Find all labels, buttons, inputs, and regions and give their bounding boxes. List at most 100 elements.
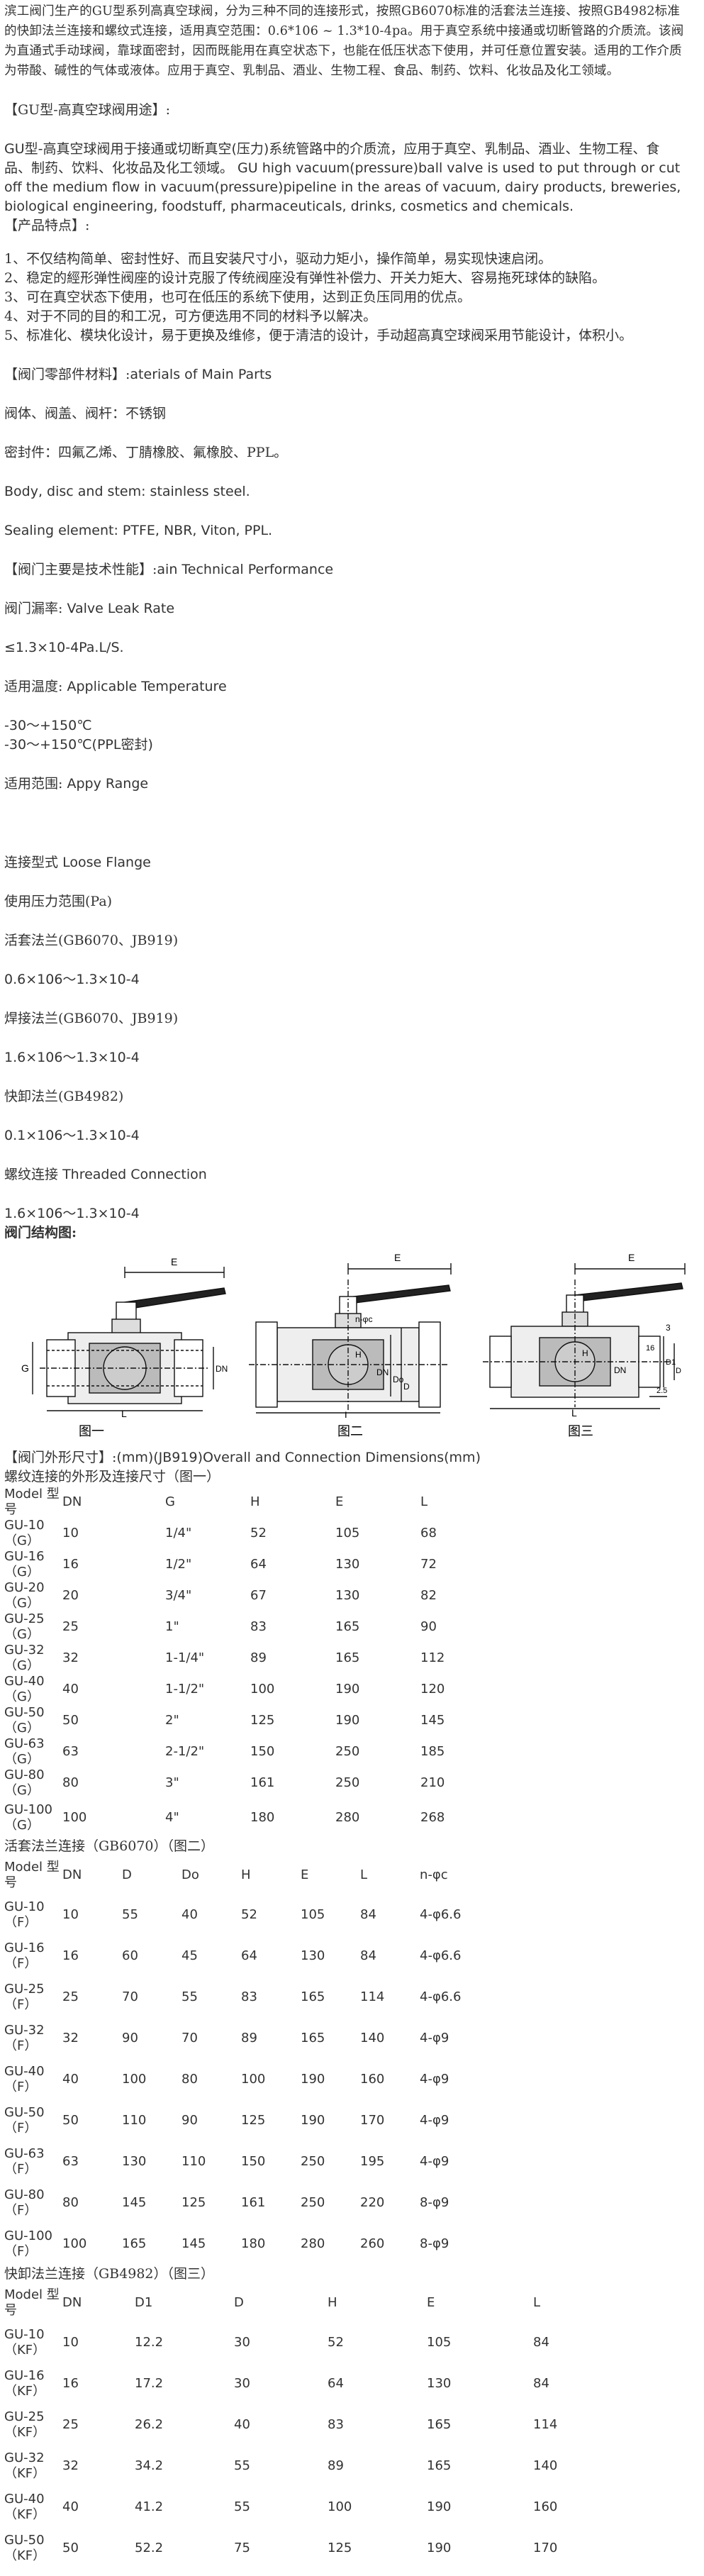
table-cell: 220 (360, 2195, 385, 2210)
table-cell: 280 (301, 2236, 325, 2251)
table-cell: 83 (241, 1989, 257, 2004)
table-cell: 3" (165, 1775, 179, 1790)
feature-item: 4、对于不同的目的和工况，可方便选用不同的材料予以解决。 (4, 309, 377, 324)
weld-flange-value: 1.6×106～1.3×10-4 (4, 1050, 140, 1065)
table-cell: GU-16（G） (4, 1549, 45, 1580)
dim-H-label: H (582, 1348, 588, 1358)
table-cell: 100 (122, 2072, 147, 2087)
dim-DN-label: DN (376, 1367, 389, 1377)
parts-heading: 【阀门零部件材料】:aterials of Main Parts (4, 365, 686, 384)
table-cell: GU-63（F） (4, 2146, 45, 2177)
table-cell: 4-φ9 (420, 2113, 449, 2128)
table-cell: 50 (62, 1713, 79, 1728)
table-cell: 140 (360, 2031, 385, 2045)
table-cell: GU-50（F） (4, 2105, 45, 2136)
table-cell: 1/4" (165, 1526, 192, 1540)
table-cell: 125 (250, 1713, 275, 1728)
table-cell: 1-1/2" (165, 1682, 205, 1697)
table-cell: 260 (360, 2236, 385, 2251)
table-cell: 161 (241, 2195, 266, 2210)
use-text: GU型-高真空球阀用于接通或切断真空(压力)系统管路中的介质流，应用于真空、乳制… (4, 141, 681, 214)
header-cell: Do (181, 1867, 199, 1882)
dims-heading: 【阀门外形尺寸】:(mm)(JB919)Overall and Connecti… (4, 1448, 686, 1467)
table-cell: GU-25（G） (4, 1611, 45, 1642)
table-header-row: Model 型号 DN D Do H E L n-φc (4, 1856, 491, 1894)
table-cell: 2" (165, 1713, 179, 1728)
features-heading: 【产品特点】: (4, 218, 90, 233)
table-cell: 84 (533, 2335, 549, 2350)
table-cell: 25 (62, 1619, 79, 1634)
table-cell: 40 (234, 2417, 250, 2432)
quick-table-caption: 快卸法兰连接（GB4982）（图三） (4, 2266, 214, 2282)
table-cell: 4-φ9 (420, 2072, 449, 2087)
leak-en: Valve Leak Rate (67, 601, 175, 616)
table-cell: 195 (360, 2154, 385, 2169)
table-cell: 12.2 (135, 2335, 164, 2350)
table-cell: 89 (250, 1650, 267, 1665)
header-cell: D (234, 2295, 244, 2310)
table-cell: 100 (241, 2072, 266, 2087)
table-cell: GU-25（F） (4, 1982, 45, 2012)
table-cell: 125 (181, 2195, 206, 2210)
dims-heading-en: (mm)(JB919)Overall and Connection Dimens… (116, 1450, 481, 1465)
table-cell: 50 (62, 2113, 79, 2128)
table-cell: GU-80（F） (4, 2187, 45, 2218)
table-cell: 52 (328, 2335, 344, 2350)
table-cell: 112 (420, 1650, 445, 1665)
quick-flange-label: 快卸法兰(GB4982) (4, 1089, 124, 1104)
table-cell: 90 (420, 1619, 437, 1634)
table-cell: 130 (301, 1948, 325, 1963)
dim-E-label: E (394, 1252, 401, 1263)
conn-en: Loose Flange (62, 855, 151, 870)
parts-heading-cn: 【阀门零部件材料】: (4, 367, 130, 382)
table-header-row: Model 型号 DN G H E L (4, 1487, 505, 1518)
dim-E-label: E (628, 1252, 635, 1263)
table-cell: 268 (420, 1810, 445, 1825)
table-cell: 250 (301, 2154, 325, 2169)
table-cell: 20 (62, 1588, 79, 1603)
table-cell: 89 (241, 2031, 257, 2045)
table-cell: 165 (301, 2031, 325, 2045)
perf-heading-cn: 【阀门主要是技术性能】: (4, 562, 157, 577)
dim-L-label: L (571, 1407, 577, 1418)
table-cell: 55 (181, 1989, 198, 2004)
table-cell: 110 (181, 2154, 206, 2169)
table-cell: 125 (241, 2113, 266, 2128)
table-cell: GU-40（KF） (4, 2492, 46, 2522)
table-cell: GU-50（KF） (4, 2533, 46, 2563)
feature-item: 5、标准化、模块化设计，易于更换及维修，便于清洁的设计，手动超高真空球阀采用节能… (4, 328, 633, 343)
table-cell: 145 (122, 2195, 147, 2210)
figure-threaded: E L G DN (18, 1251, 231, 1418)
table-cell: 64 (328, 2376, 344, 2391)
table-cell: 90 (181, 2113, 198, 2128)
table-cell: 125 (328, 2541, 352, 2555)
table-cell: 4-φ9 (420, 2031, 449, 2045)
figure-loose-flange: E L n-φc H DN Do D (249, 1251, 454, 1418)
table-cell: GU-100（G） (4, 1802, 52, 1833)
table-cell: 160 (360, 2072, 385, 2087)
header-cell: H (241, 1867, 251, 1882)
connection-type: 连接型式 Loose Flange (4, 853, 686, 872)
table-cell: 130 (335, 1557, 360, 1572)
table-cell: 190 (301, 2113, 325, 2128)
dim-25-label: 2.5 (656, 1387, 667, 1395)
feature-item: 2、稳定的經形弹性阀座的设计克服了传统阀座没有弹性补偿力、开关力矩大、容易拖死球… (4, 270, 606, 286)
table-cell: 52.2 (135, 2541, 164, 2555)
thread-en: Threaded Connection (62, 1167, 207, 1182)
table-cell: 10 (62, 1526, 79, 1540)
table-cell: 185 (420, 1744, 445, 1759)
parts-cn: 阀体、阀盖、阀杆：不锈钢 (4, 406, 167, 421)
perf-heading-en: ain Technical Performance (157, 562, 334, 577)
temp-value: -30～+150℃ (4, 718, 92, 733)
